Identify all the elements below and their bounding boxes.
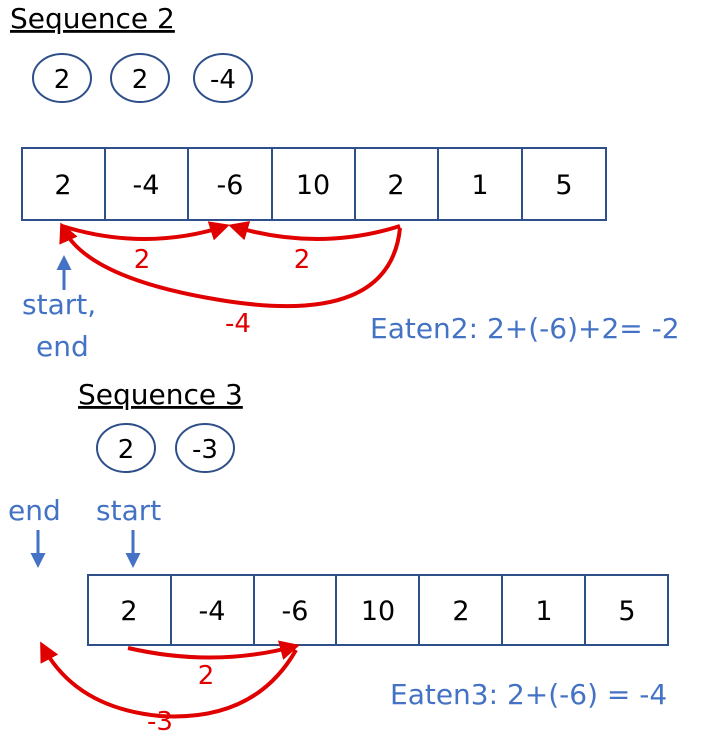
arc-label: -4: [225, 309, 251, 339]
array-cell: -4: [199, 596, 226, 627]
circle-value: 2: [54, 65, 71, 95]
arc-arrow: [40, 641, 298, 719]
arc-label: -3: [147, 707, 173, 737]
sequence-3-title: Sequence 3: [78, 378, 243, 411]
arc-arrow: [127, 640, 300, 660]
sequence-2-arcs: 2 2 -4: [59, 221, 402, 339]
array-cell: -6: [217, 170, 244, 201]
eaten-2-text: Eaten2: 2+(-6)+2= -2: [370, 312, 680, 345]
end-label: end: [8, 494, 61, 527]
array-cell: 1: [471, 170, 488, 201]
array-cell: 10: [361, 596, 395, 627]
arc-arrow: [59, 222, 402, 308]
sequence-2-title: Sequence 2: [10, 2, 175, 35]
sequence-3-circles: 2 -3: [96, 423, 235, 473]
array-cell: 5: [555, 170, 572, 201]
array-cell: 2: [387, 170, 404, 201]
array-cell: 2: [452, 596, 469, 627]
circle-item: [175, 423, 235, 473]
sequence-2-array: 2 -4 -6 10 2 1 5: [21, 147, 607, 221]
array-cell: 1: [535, 596, 552, 627]
array-cell: 10: [296, 170, 330, 201]
arc-arrow: [228, 221, 401, 241]
array-cell: 2: [120, 596, 137, 627]
array-cell: -6: [282, 596, 309, 627]
circle-value: 2: [118, 435, 135, 465]
arc-label: 2: [294, 245, 311, 275]
sequence-2-marker: start, end: [22, 255, 96, 363]
start-end-label: end: [36, 330, 89, 363]
arc-label: 2: [134, 245, 151, 275]
start-label: start: [96, 494, 161, 527]
circle-item: [110, 53, 170, 103]
circle-value: -3: [192, 435, 218, 465]
circle-value: -4: [210, 65, 236, 95]
circle-value: 2: [132, 65, 149, 95]
sequence-3-arcs: 2 -3: [40, 640, 300, 737]
circle-item: [193, 53, 253, 103]
start-end-label: start,: [22, 288, 96, 321]
array-cell: 5: [618, 596, 635, 627]
arc-arrow: [61, 221, 230, 241]
sequence-2-circles: 2 2 -4: [32, 53, 253, 103]
arc-label: 2: [198, 661, 215, 691]
array-cell: -4: [133, 170, 160, 201]
sequence-3-array: 2 -4 -6 10 2 1 5: [87, 574, 669, 646]
sequence-3-markers: end start: [8, 494, 161, 568]
circle-item: [32, 53, 92, 103]
eaten-3-text: Eaten3: 2+(-6) = -4: [390, 678, 667, 711]
array-cell: 2: [54, 170, 71, 201]
circle-item: [96, 423, 156, 473]
